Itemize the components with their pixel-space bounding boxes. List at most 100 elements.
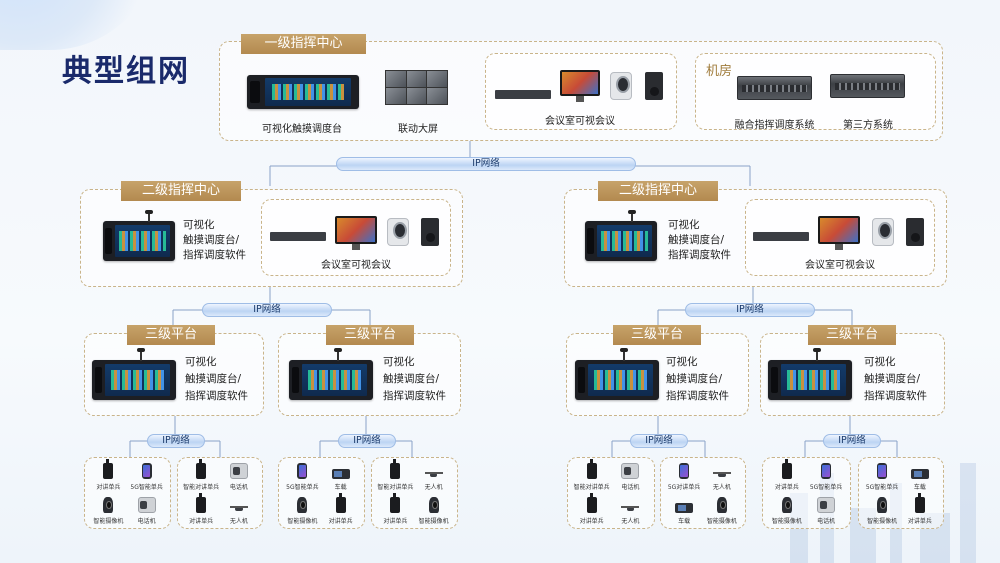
phone-device-icon xyxy=(877,463,888,479)
conference-mics-icon xyxy=(753,232,809,241)
dispatch-console-icon xyxy=(247,75,359,109)
terminal-label: 智能摄像机 xyxy=(93,518,124,525)
cam-device-icon xyxy=(877,497,888,513)
ip-network-top: IP网络 xyxy=(336,157,636,171)
ip-network-left: IP网络 xyxy=(202,303,332,317)
mic-head xyxy=(334,348,342,352)
terminal-label: 电话机 xyxy=(817,518,836,525)
dispatch-console-icon xyxy=(768,360,852,400)
speaker-icon xyxy=(906,218,924,246)
phone-device-icon xyxy=(821,463,832,479)
level3-1-label-1: 可视化 xyxy=(185,356,217,368)
terminal-label: 无人机 xyxy=(712,484,731,491)
phone-device-icon xyxy=(297,463,308,479)
terminal-label: 对讲单兵 xyxy=(579,518,604,525)
level3-4-label-2: 触摸调度台/ xyxy=(864,373,921,385)
level2-left-conference-label: 会议室可视会议 xyxy=(321,260,391,271)
terminal-group-3 xyxy=(278,457,365,529)
mic-stem xyxy=(337,350,339,361)
terminal-label: 智能摄像机 xyxy=(771,518,802,525)
radio-device-icon xyxy=(196,493,207,513)
level3-3-title: 三级平台 xyxy=(613,325,701,345)
cam-device-icon xyxy=(297,497,308,513)
server2-label: 第三方系统 xyxy=(843,120,893,131)
level1-console-label: 可视化触摸调度台 xyxy=(262,124,342,135)
ip-network-l3-3: IP网络 xyxy=(630,434,688,448)
cam-device-icon xyxy=(781,497,792,513)
terminal-group-1 xyxy=(84,457,171,529)
terminal-label: 无人机 xyxy=(424,484,443,491)
terminal-label: 无人机 xyxy=(229,518,248,525)
cam-device-icon xyxy=(716,497,727,513)
terminal-label: 车载 xyxy=(678,518,691,525)
mic-head xyxy=(813,348,821,352)
ptz-camera-icon xyxy=(387,218,409,246)
level3-2-label-2: 触摸调度台/ xyxy=(383,373,440,385)
dispatch-console-icon xyxy=(103,221,175,261)
server1-label: 融合指挥调度系统 xyxy=(734,120,815,131)
level2-right-conference-label: 会议室可视会议 xyxy=(805,260,875,271)
level3-1-label-3: 指挥调度软件 xyxy=(185,390,248,402)
terminal-label: 电话机 xyxy=(621,484,640,491)
conference-mics-icon xyxy=(495,90,551,99)
phone-device-icon xyxy=(679,463,690,479)
display-icon xyxy=(818,216,860,250)
vehicle-device-icon xyxy=(910,469,929,479)
ptz-camera-icon xyxy=(610,72,632,100)
mic-head xyxy=(620,348,628,352)
terminal-label: 车载 xyxy=(913,484,926,491)
radio-device-icon xyxy=(335,493,346,513)
terminal-label: 对讲单兵 xyxy=(96,484,121,491)
page-title: 典型组网 xyxy=(62,54,190,89)
speaker-icon xyxy=(421,218,439,246)
terminal-label: 5G智能单兵 xyxy=(865,484,899,491)
level2-left-console-label-2: 触摸调度台/ xyxy=(183,234,240,246)
ip-network-l3-2: IP网络 xyxy=(338,434,396,448)
terminal-label: 对讲单兵 xyxy=(328,518,353,525)
terminal-label: 智能摄像机 xyxy=(706,518,737,525)
desk-device-icon xyxy=(137,497,156,513)
drone-device-icon xyxy=(424,469,443,479)
machine-room-title: 机房 xyxy=(706,64,733,79)
rack-server-icon-2 xyxy=(830,74,905,98)
level3-4-title: 三级平台 xyxy=(808,325,896,345)
display-icon xyxy=(560,70,600,102)
radio-device-icon xyxy=(586,493,597,513)
terminal-group-5 xyxy=(567,457,655,529)
phone-device-icon xyxy=(141,463,152,479)
level3-2-title: 三级平台 xyxy=(326,325,414,345)
terminal-label: 对讲单兵 xyxy=(189,518,214,525)
level2-right-title: 二级指挥中心 xyxy=(598,181,718,201)
cam-device-icon xyxy=(428,497,439,513)
terminal-group-6 xyxy=(660,457,746,529)
drone-device-icon xyxy=(621,503,640,513)
terminal-label: 5G智能单兵 xyxy=(286,484,319,491)
cam-device-icon xyxy=(103,497,114,513)
radio-device-icon xyxy=(103,459,114,479)
vehicle-device-icon xyxy=(331,469,350,479)
ip-network-l3-1: IP网络 xyxy=(147,434,205,448)
level3-4-label-3: 指挥调度软件 xyxy=(864,390,927,402)
ip-network-l3-4: IP网络 xyxy=(823,434,881,448)
level2-right-console-label-3: 指挥调度软件 xyxy=(668,249,731,261)
level3-3-label-2: 触摸调度台/ xyxy=(666,373,723,385)
terminal-label: 智能对讲单兵 xyxy=(573,484,610,491)
ip-network-right: IP网络 xyxy=(685,303,815,317)
dispatch-console-icon xyxy=(92,360,176,400)
terminal-group-7 xyxy=(762,457,851,529)
terminal-label: 对讲单兵 xyxy=(383,518,408,525)
mic-head xyxy=(145,210,153,214)
terminal-label: 智能摄像机 xyxy=(418,518,449,525)
level1-conference-label: 会议室可视会议 xyxy=(545,116,615,127)
terminal-label: 电话机 xyxy=(229,484,248,491)
terminal-group-8 xyxy=(858,457,944,529)
radio-device-icon xyxy=(586,459,597,479)
mic-stem xyxy=(623,350,625,361)
radio-device-icon xyxy=(196,459,207,479)
level3-1-title: 三级平台 xyxy=(127,325,215,345)
terminal-label: 智能对讲单兵 xyxy=(377,484,414,491)
level3-1-label-2: 触摸调度台/ xyxy=(185,373,242,385)
level2-right-console-label-2: 触摸调度台/ xyxy=(668,234,725,246)
terminal-label: 5G智能单兵 xyxy=(809,484,843,491)
radio-device-icon xyxy=(390,459,401,479)
